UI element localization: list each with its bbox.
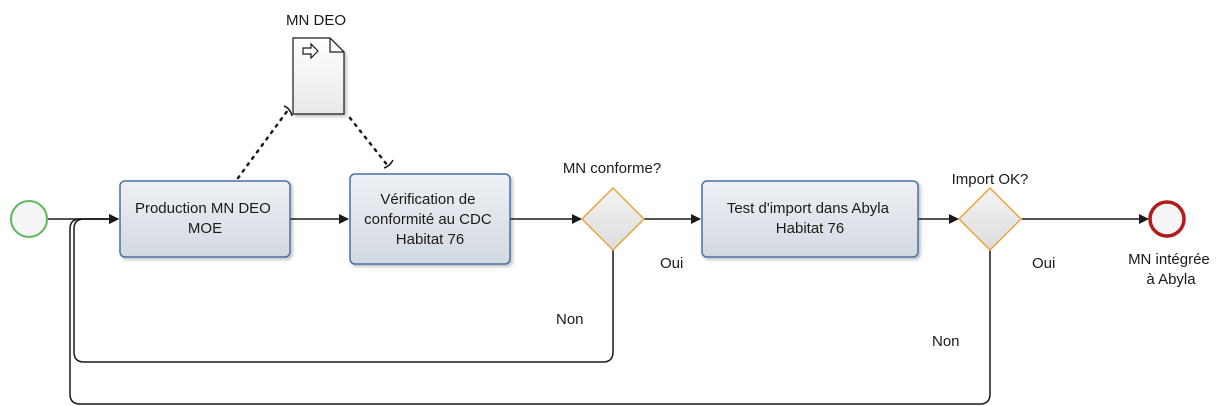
start-event[interactable]	[10, 200, 48, 238]
association-arrowhead-document	[283, 105, 293, 117]
task-production-line2: MOE	[188, 220, 222, 237]
end-event-label-line2: à Abyla	[1146, 271, 1196, 288]
task-verification-line1: Vérification de	[380, 191, 475, 208]
gateway-conformity-no-label: Non	[556, 311, 584, 328]
association-production-to-document	[236, 108, 290, 180]
gateway-import-no-label: Non	[932, 333, 960, 350]
svg-text:Vérification de conformité: Vérification de conformité au CDC Habita…	[364, 191, 496, 248]
data-associations	[236, 108, 390, 180]
end-event[interactable]	[1148, 200, 1186, 238]
gateway-import-ok[interactable]	[957, 186, 1023, 252]
task-production-line1: Production MN DEO	[135, 200, 271, 217]
document-input-arrow-icon	[302, 42, 319, 60]
task-verification-line3: Habitat 76	[396, 231, 464, 248]
association-arrowhead-verification	[383, 159, 394, 169]
task-import-test-line1: Test d'import dans Abyla	[727, 200, 890, 217]
gateway-import-yes-label: Oui	[1032, 255, 1055, 272]
task-import-test-line2: Habitat 76	[776, 220, 844, 237]
gateway-conformity-question: MN conforme?	[563, 160, 661, 177]
gateway-conformity[interactable]	[580, 186, 646, 252]
gateway-conformity-yes-label: Oui	[660, 255, 683, 272]
svg-text:MN intégrée à Abyla: MN intégrée à Abyla	[1128, 251, 1214, 288]
end-event-label-line1: MN intégrée	[1128, 251, 1210, 268]
task-verification-line2: conformité au CDC	[364, 211, 492, 228]
association-document-to-verification	[348, 116, 390, 168]
svg-text:Production MN DEO MOE: Production MN DEO MOE	[135, 200, 275, 237]
flow-gateway1-no-loop	[73, 214, 614, 363]
document-data-object[interactable]	[292, 37, 345, 115]
gateway-import-question: Import OK?	[952, 171, 1029, 188]
task-import-test[interactable]	[701, 180, 919, 258]
task-production[interactable]	[119, 180, 291, 258]
document-label: MN DEO	[286, 12, 346, 29]
svg-text:Test d'import dans Abyla H: Test d'import dans Abyla Habitat 76	[727, 200, 893, 237]
flow-gateway2-no-loop	[69, 214, 991, 405]
sequence-flows	[47, 214, 1149, 405]
task-verification[interactable]	[349, 173, 511, 265]
